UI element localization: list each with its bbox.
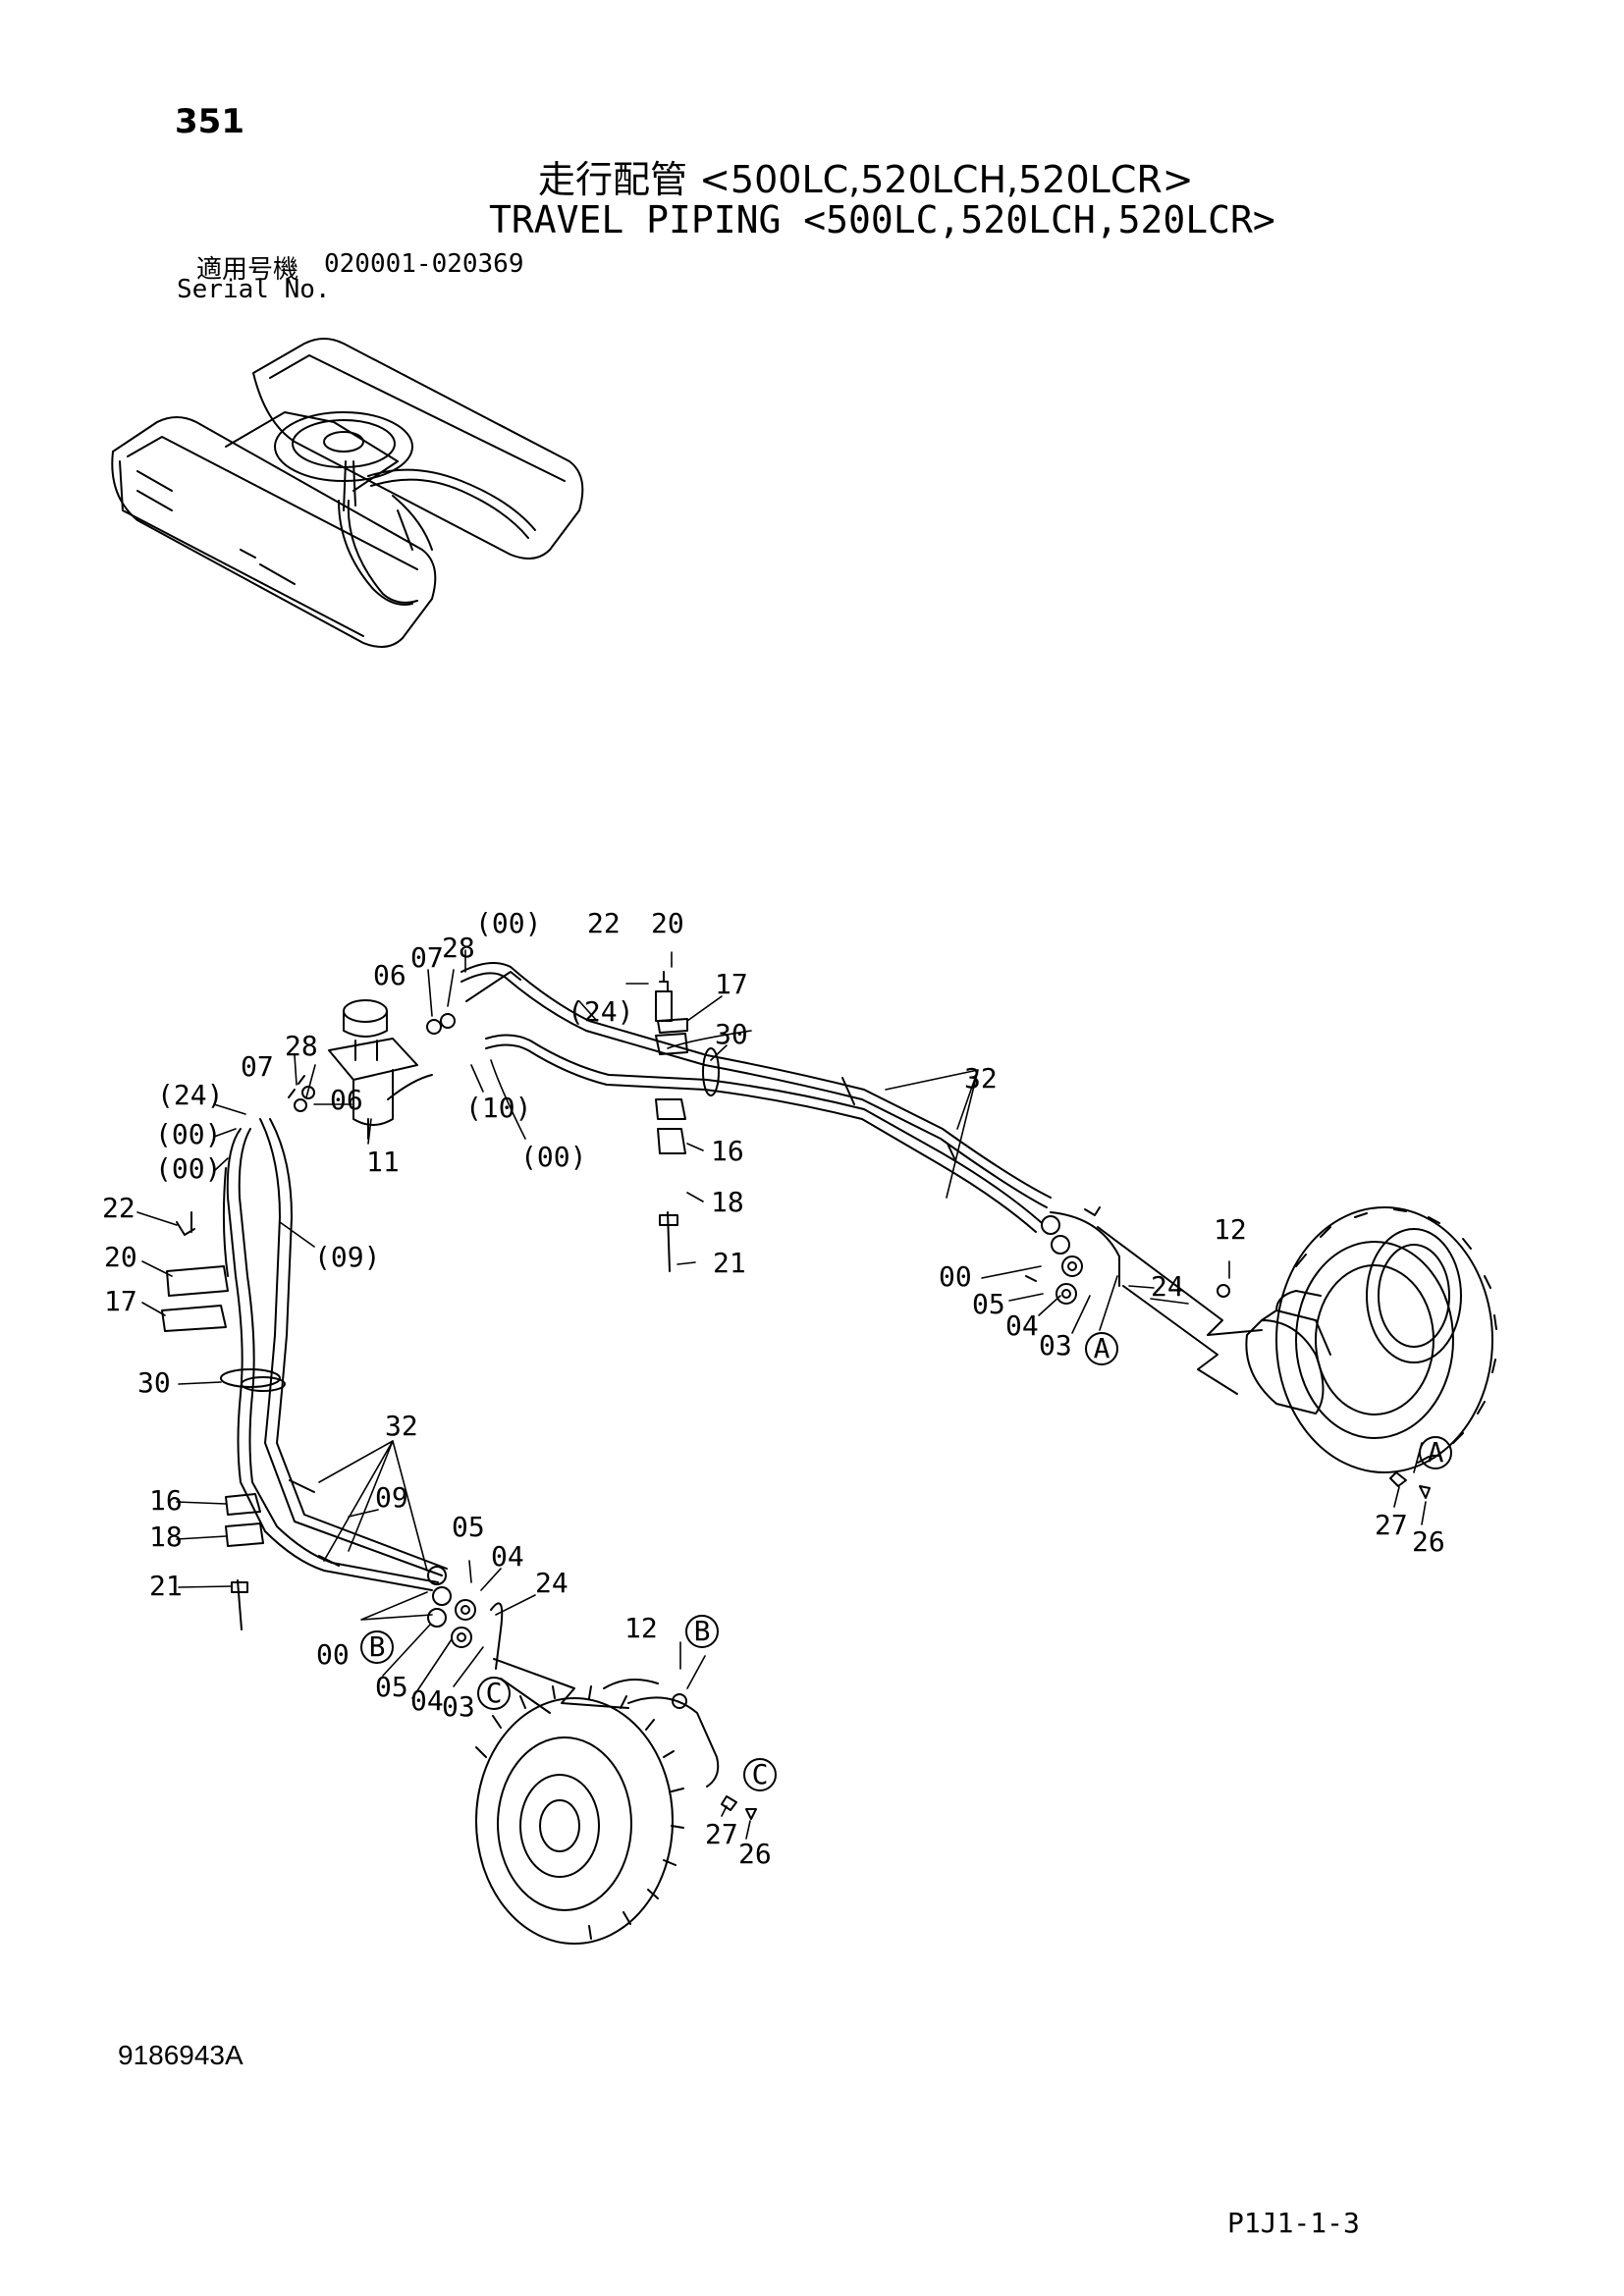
callout-05: 05 (452, 1511, 485, 1543)
sheet-code: P1J1-1-3 (1227, 2207, 1360, 2239)
callout-04: 04 (410, 1684, 444, 1717)
callout-17: 17 (715, 968, 748, 1000)
marker-a-1: A (1094, 1332, 1110, 1364)
callout-04: 04 (1005, 1309, 1039, 1342)
hose-bundle-left (220, 1118, 504, 1670)
callout-21: 21 (713, 1247, 746, 1279)
callout-24: (24) (157, 1079, 223, 1111)
callout-00: 00 (939, 1260, 972, 1293)
callout-00: (00) (155, 1152, 221, 1185)
serial-number-range: 020001-020369 (324, 249, 524, 279)
marker-b-2: B (694, 1615, 711, 1647)
reference-marker-circles (360, 1332, 1452, 1791)
clamp-parts-upper (655, 971, 688, 1272)
marker-a-2: A (1428, 1436, 1444, 1468)
callout-18: 18 (149, 1521, 183, 1553)
callout-32: 32 (964, 1062, 998, 1095)
callout-00: (00) (155, 1118, 221, 1150)
callout-30: 30 (137, 1366, 171, 1399)
callout-28: 28 (285, 1030, 318, 1062)
callout-06: 06 (373, 959, 406, 991)
callout-11: 11 (366, 1146, 400, 1178)
page-number: 351 (175, 102, 244, 141)
undercarriage-overview-drawing (111, 338, 584, 648)
callout-20: 20 (651, 907, 684, 939)
callout-10: (10) (465, 1092, 531, 1124)
callout-05: 05 (375, 1671, 408, 1703)
callout-12: 12 (624, 1612, 658, 1644)
callout-24: 24 (535, 1567, 568, 1599)
callout-27: 27 (1375, 1509, 1408, 1541)
leader-lines (136, 949, 1427, 1840)
travel-motor-lower-left (475, 1658, 720, 1945)
hose-bundle-right (460, 962, 1120, 1305)
page-title-english: TRAVEL PIPING <500LC,520LCH,520LCR> (489, 198, 1275, 241)
callout-22: 22 (587, 907, 621, 939)
callout-04: 04 (491, 1540, 524, 1573)
callout-16: 16 (711, 1135, 744, 1167)
callout-22: 22 (102, 1192, 135, 1224)
callout-28: 28 (442, 932, 475, 964)
page-title-japanese: 走行配管 <500LC,520LCH,520LCR> (538, 158, 1194, 201)
callout-03: 03 (1039, 1329, 1072, 1362)
callout-00: (00) (520, 1141, 586, 1173)
callout-05: 05 (972, 1288, 1005, 1320)
callout-12: 12 (1214, 1213, 1247, 1246)
travel-motor-upper-right (1097, 1206, 1497, 1473)
callout-16: 16 (149, 1484, 183, 1517)
callout-00: 00 (316, 1638, 350, 1671)
callout-21: 21 (149, 1570, 183, 1602)
callout-17: 17 (104, 1285, 137, 1317)
callout-07: 07 (410, 941, 444, 974)
center-joint-drawing (288, 999, 456, 1140)
bolts-and-plugs (190, 1211, 1431, 1820)
callout-00: (00) (475, 907, 541, 939)
callout-20: 20 (104, 1241, 137, 1273)
marker-b-1: B (369, 1630, 386, 1663)
callout-30: 30 (715, 1018, 748, 1050)
serial-label-japanese: 適用号機 (196, 255, 299, 285)
callout-09: 09 (375, 1481, 408, 1514)
callout-26: 26 (738, 1838, 772, 1870)
drawing-number: 9186943A (118, 2040, 244, 2070)
callout-06: 06 (330, 1084, 363, 1116)
marker-c-1: C (486, 1677, 503, 1709)
callout-32: 32 (385, 1410, 418, 1442)
callout-18: 18 (711, 1186, 744, 1218)
callout-09: (09) (314, 1241, 380, 1273)
marker-c-2: C (752, 1758, 769, 1790)
callout-27: 27 (705, 1818, 738, 1850)
serial-label-english: Serial No. (177, 275, 331, 304)
callout-03: 03 (442, 1690, 475, 1723)
callout-07: 07 (241, 1050, 274, 1083)
callout-24: (24) (568, 995, 633, 1028)
callout-26: 26 (1412, 1525, 1445, 1558)
callout-24: 24 (1151, 1270, 1184, 1303)
